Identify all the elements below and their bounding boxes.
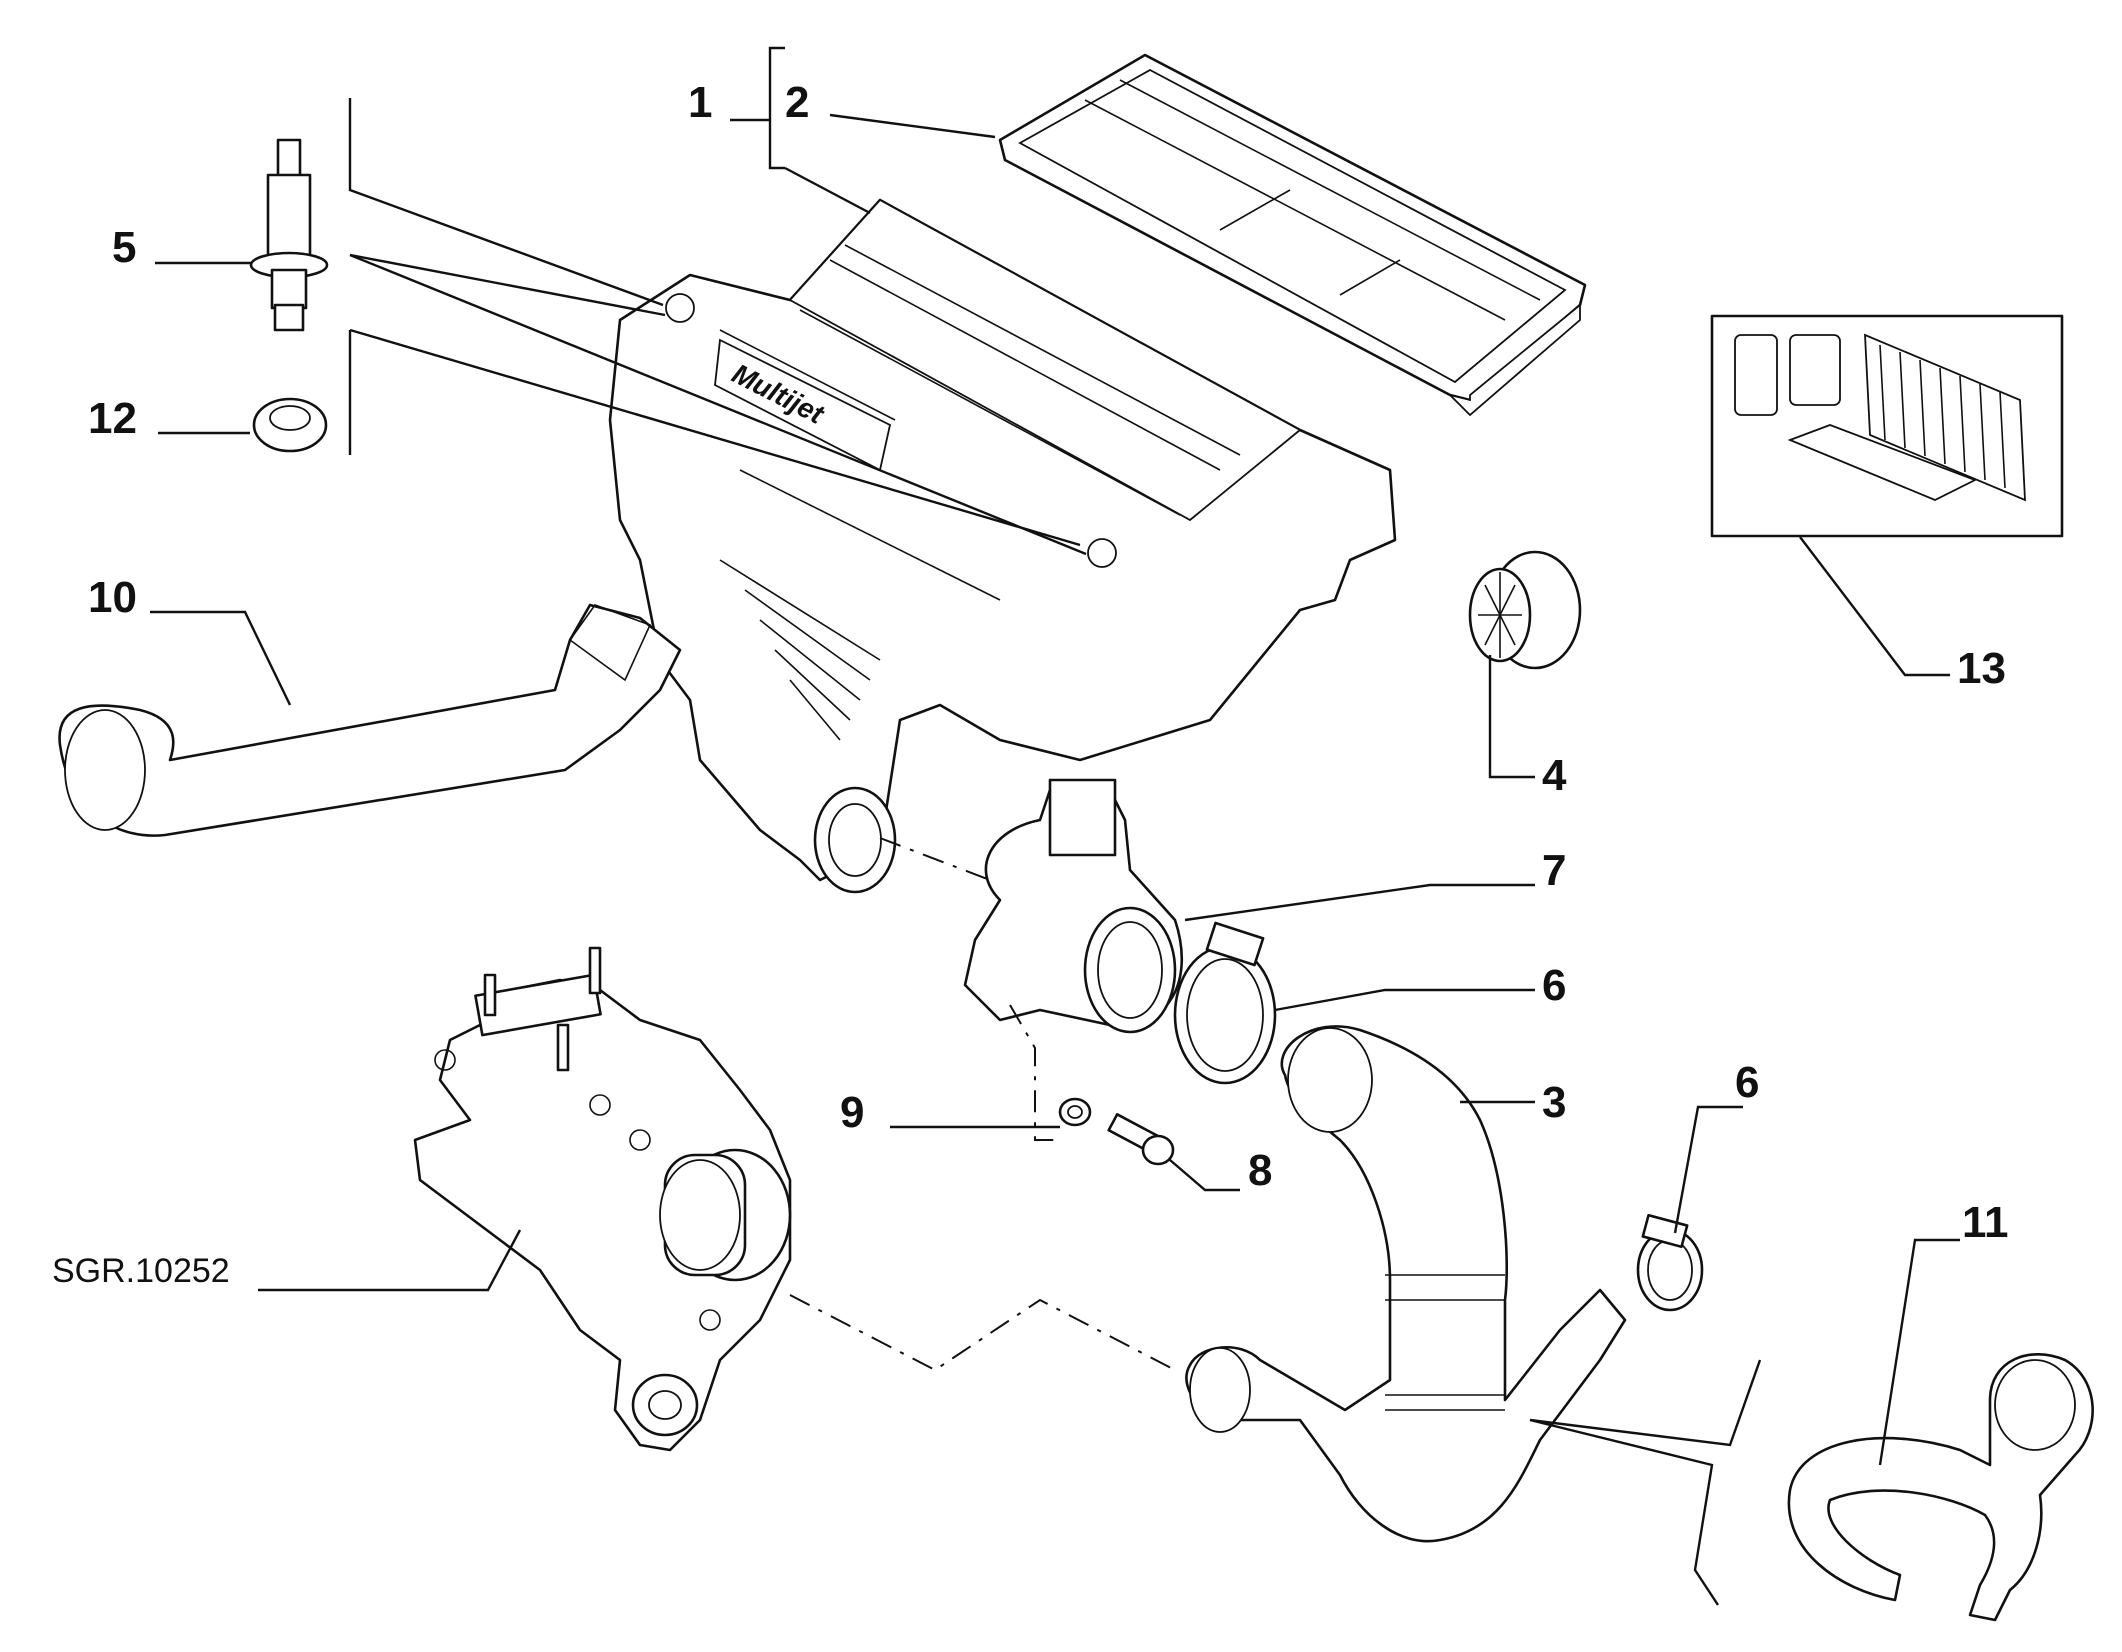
hose-clamp-lower xyxy=(1636,1213,1704,1312)
callout-4: 4 xyxy=(1542,751,1567,800)
air-filter-element xyxy=(998,53,1587,417)
callout-5: 5 xyxy=(112,223,136,272)
washer xyxy=(1058,1097,1092,1127)
air-box-housing: Multijet xyxy=(608,198,1397,894)
callout-7: 7 xyxy=(1542,846,1566,895)
intake-hose xyxy=(58,603,682,837)
callout-10: 10 xyxy=(88,573,137,622)
callout-9: 9 xyxy=(840,1088,864,1137)
leader-lines xyxy=(150,46,1960,1606)
cap-part xyxy=(1468,550,1582,670)
callout-11: 11 xyxy=(1962,1198,2009,1247)
callout-1: 1 xyxy=(688,78,712,127)
hose-clamp-upper xyxy=(1173,921,1277,1085)
callout-6-upper: 6 xyxy=(1542,961,1566,1010)
callout-6-lower: 6 xyxy=(1735,1058,1759,1107)
air-duct-hose xyxy=(1185,1025,1627,1543)
air-flow-meter xyxy=(963,778,1184,1034)
reference-code: SGR.10252 xyxy=(52,1252,230,1290)
callout-2: 2 xyxy=(785,78,809,127)
callout-8: 8 xyxy=(1248,1146,1272,1195)
egr-valve-assembly xyxy=(413,946,792,1452)
grommet xyxy=(252,397,328,453)
mounting-bracket xyxy=(1787,1353,2094,1622)
service-kit-inset xyxy=(1710,314,2064,538)
assembly-axis-lines xyxy=(789,837,1176,1372)
screw xyxy=(1107,1113,1175,1166)
callout-12: 12 xyxy=(88,394,137,443)
callout-13: 13 xyxy=(1957,644,2006,693)
callout-3: 3 xyxy=(1542,1078,1566,1127)
stud-fastener xyxy=(249,138,329,332)
callout-numbers: 1 2 3 4 5 6 6 7 8 9 10 11 12 13 SGR.1025… xyxy=(52,78,2009,1290)
